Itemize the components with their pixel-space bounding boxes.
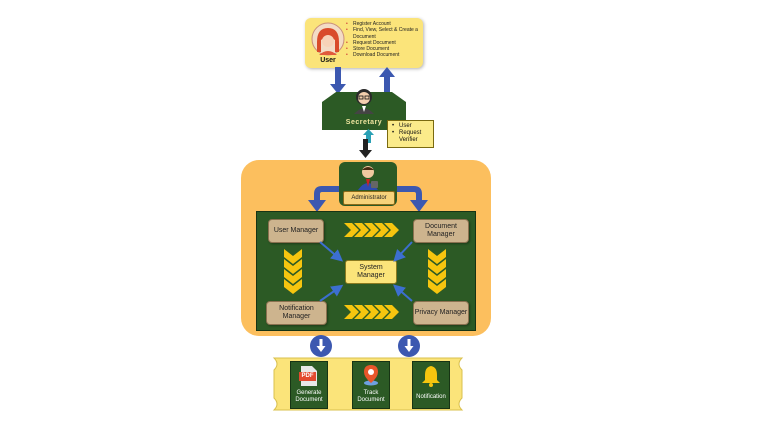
secretary-avatar-icon xyxy=(354,89,374,114)
arrow-diagonal-icon xyxy=(393,241,413,262)
privacy-manager-node: Privacy Manager xyxy=(413,301,469,325)
output-label: Track Document xyxy=(357,390,385,403)
user-secretary-arrows xyxy=(330,67,395,94)
chevron-right-row-top xyxy=(344,223,399,237)
secretary-admin-arrows xyxy=(359,129,374,158)
pdf-icon-text: PDF xyxy=(301,373,314,379)
user-feature-item: •Request Document xyxy=(346,39,396,46)
chevron-down-column-right xyxy=(428,249,446,294)
secretary-feature-item: •Request Verifier xyxy=(392,130,422,144)
arrow-down-icon xyxy=(330,67,346,94)
output-label: Generate Document xyxy=(295,390,323,403)
user-feature-item: •Register Account xyxy=(346,21,391,27)
chevron-right-row-bottom xyxy=(344,305,399,319)
arrow-up-icon xyxy=(379,67,395,94)
user-feature-list: •Register Account •Find, View, Select & … xyxy=(343,21,431,59)
arrow-diagonal-icon xyxy=(319,241,344,262)
arrow-down-icon xyxy=(316,339,326,352)
administrator-label-box: Administrator xyxy=(343,191,395,205)
chevron-down-column-left xyxy=(284,249,302,294)
user-feature-item: •Store Document xyxy=(346,46,390,52)
user-feature-item: •Download Document xyxy=(346,52,400,59)
arrow-diagonal-icon xyxy=(392,284,413,302)
user-panel: User •Register Account •Find, View, Sele… xyxy=(305,18,423,68)
administrator-node: Administrator xyxy=(339,162,397,206)
pdf-icon xyxy=(299,366,317,386)
secretary-feature-list: •User •Request Verifier xyxy=(387,120,434,148)
arrow-up-icon xyxy=(363,129,374,143)
location-pin-icon xyxy=(364,365,378,386)
system-manager-node: System Manager xyxy=(345,260,397,284)
output-arrow-left xyxy=(310,335,332,357)
manager-flow-graphics xyxy=(284,223,446,319)
curved-arrow-left-icon xyxy=(308,186,339,212)
output-generate-document: PDF Generate Document xyxy=(290,361,328,409)
arrow-down-icon xyxy=(404,339,414,352)
administrator-avatar-icon xyxy=(358,166,378,190)
output-track-document: Track Document xyxy=(352,361,390,409)
arrow-down-icon xyxy=(359,139,372,158)
secretary-label: Secretary xyxy=(345,119,383,126)
document-manager-node: Document Manager xyxy=(413,219,469,243)
user-label: User xyxy=(320,57,336,64)
secretary-feature-item: •User xyxy=(392,123,412,129)
notification-manager-node: Notification Manager xyxy=(266,301,327,325)
user-avatar-icon xyxy=(311,22,345,56)
arrow-diagonal-icon xyxy=(319,284,344,302)
administrator-label: Administrator xyxy=(351,195,387,201)
output-notification: Notification xyxy=(412,361,450,409)
bell-icon xyxy=(422,366,440,387)
output-arrow-right xyxy=(398,335,420,357)
output-label: Notification xyxy=(416,394,446,400)
admin-branch-arrows xyxy=(308,186,428,212)
secretary-panel: Secretary xyxy=(322,86,406,130)
user-feature-item: •Find, View, Select & Create a Document xyxy=(346,27,418,40)
curved-arrow-right-icon xyxy=(397,186,428,212)
user-manager-node: User Manager xyxy=(268,219,324,243)
